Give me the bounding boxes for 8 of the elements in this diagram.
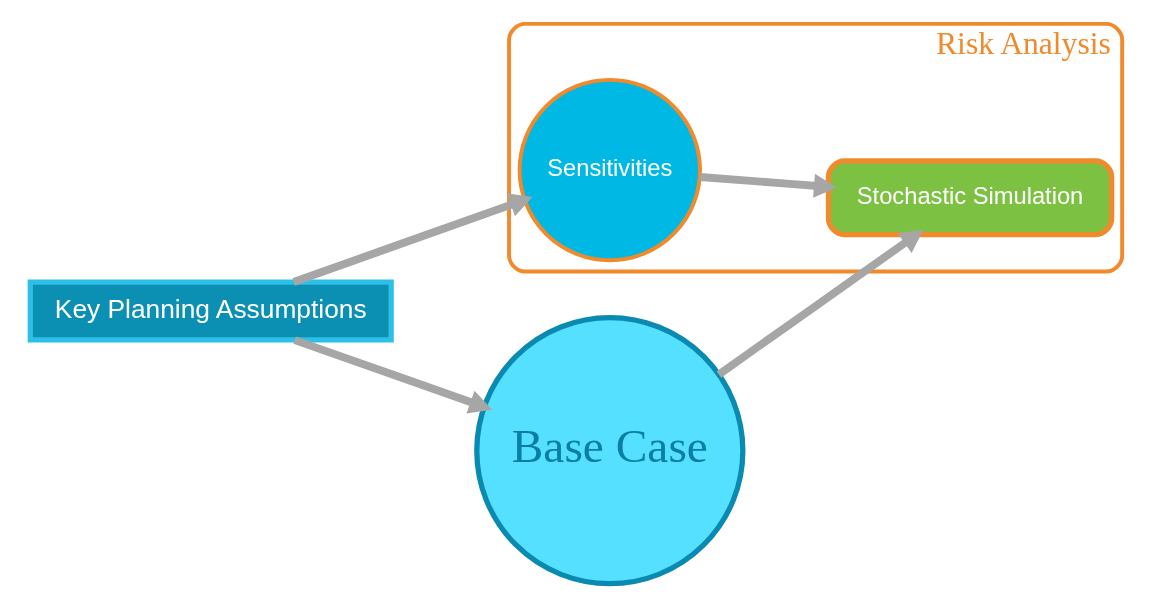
arrow: [716, 229, 924, 378]
arrow: [292, 193, 533, 286]
arrow: [699, 173, 837, 198]
node-circle: Base Case: [474, 314, 746, 587]
arrow: [293, 336, 493, 414]
node-circle: Sensitivities: [517, 77, 702, 263]
node-box: Key Planning Assumptions: [27, 279, 394, 343]
node-box: Stochastic Simulation: [825, 158, 1115, 238]
